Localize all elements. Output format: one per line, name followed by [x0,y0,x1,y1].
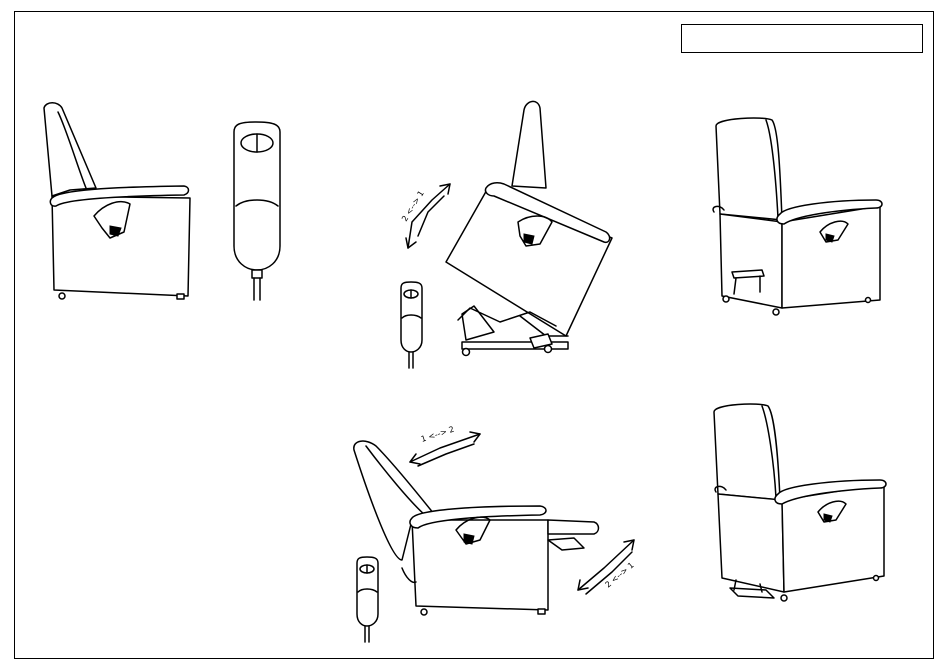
remote-control-large [234,122,280,300]
chair-rear-view-footrest [714,404,886,601]
remote-cable [365,626,369,642]
chair-reclined [354,441,599,615]
chair-lift-tilt [446,101,612,355]
remote-control-small-2 [357,557,378,642]
rear2-side-panel [718,494,784,592]
rear-handle [732,270,764,278]
rear-front-panel [782,206,880,308]
lift-castor-rear [545,346,552,353]
remote-cable-plug [252,270,262,278]
rear-side-panel [720,214,782,308]
chair-backrest [44,103,96,196]
chair-castor [59,293,65,299]
chair-upright-side [44,103,190,299]
chair-foot [177,294,184,299]
lift-castor-front [463,349,470,356]
remote-control-small-1 [401,282,422,368]
arrow-back-recline: 1 <--> 2 [410,425,480,466]
rear2-front-panel [782,484,884,592]
rear2-backrest [714,404,780,500]
rear2-footrest [730,588,774,598]
recline-body [412,520,548,610]
lift-backrest [512,101,546,188]
arrow-footrest: 2 <--> 1 [578,540,636,594]
label-back-recline: 1 <--> 2 [420,425,456,444]
recline-footrest [548,520,599,534]
remote-cable [409,352,413,368]
arrow-back-tilt: 2 <--> 1 [400,184,450,248]
label-back-tilt: 2 <--> 1 [400,189,426,223]
remote-cable [254,278,260,300]
rear-backrest [716,118,782,220]
chair-body [52,196,190,296]
chair-rear-view [713,118,882,315]
